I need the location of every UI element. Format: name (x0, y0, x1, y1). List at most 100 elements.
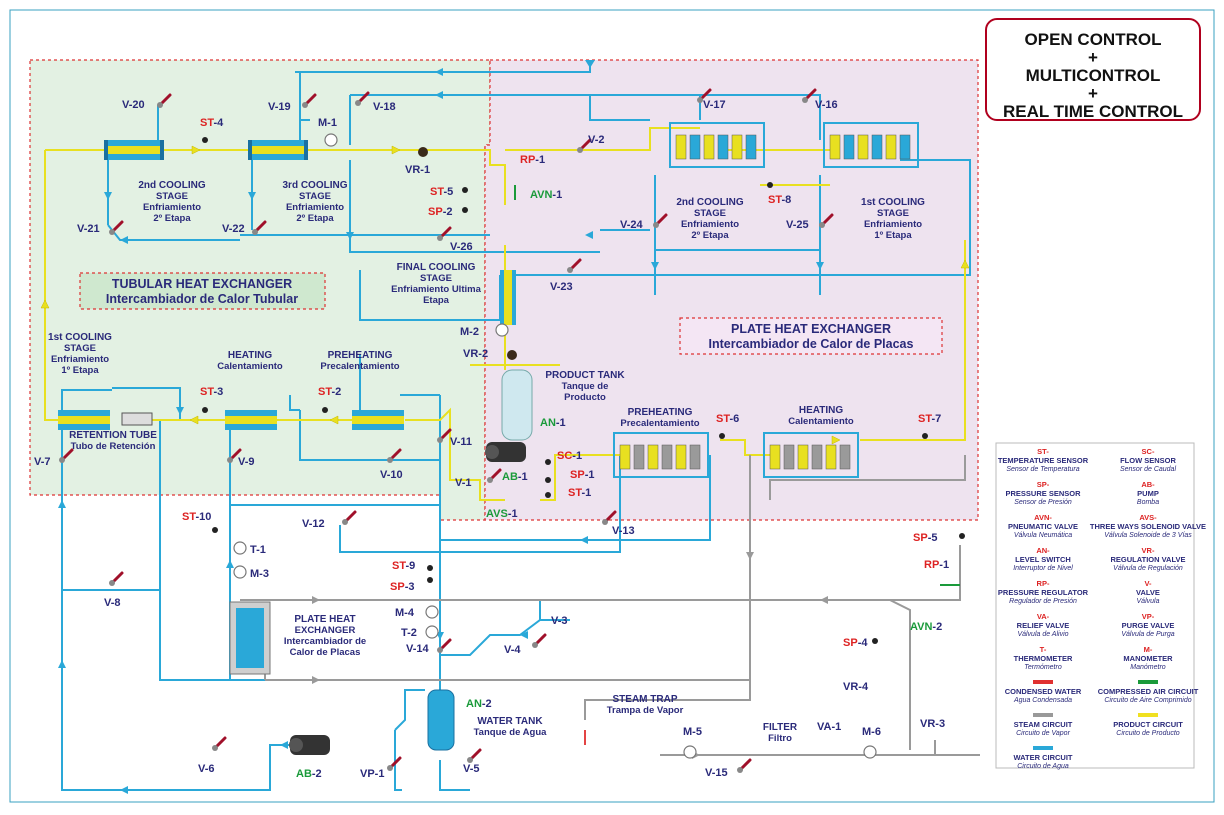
legend-code: SP- (1037, 480, 1050, 489)
tag-v-5: V-5 (463, 763, 480, 775)
stage-label-water_tank: Tanque de Agua (474, 727, 548, 738)
stage-label-product_tank: PRODUCT TANK (545, 370, 625, 381)
legend-title: CONDENSED WATER (1005, 687, 1082, 696)
valves (59, 88, 965, 773)
tag-v-13: V-13 (612, 525, 635, 537)
tag-v-2: V-2 (588, 134, 605, 146)
plate-subtitle: Intercambiador de Calor de Placas (709, 337, 914, 351)
tubular-exchanger-cool2 (104, 140, 164, 160)
tag-ab-1: AB-1 (502, 471, 528, 483)
tubular-subtitle: Intercambiador de Calor Tubular (106, 292, 298, 306)
sensor-icon (545, 459, 551, 465)
sensor-icon (427, 577, 433, 583)
stage-label-heating_plate: HEATING (799, 405, 843, 416)
tag-sc-1: SC-1 (557, 450, 582, 462)
tag-v-6: V-6 (198, 763, 215, 775)
valve-body-icon (802, 97, 808, 103)
legend-code: V- (1144, 579, 1152, 588)
valve-body-icon (532, 642, 538, 648)
tag-an-1: AN-1 (540, 417, 566, 429)
tubular-exchanger-cool3 (248, 140, 308, 160)
tag-m-5: M-5 (683, 726, 702, 738)
tag-v-14: V-14 (406, 643, 430, 655)
legend-sub: Bomba (1137, 499, 1159, 506)
plate-preheating (613, 432, 709, 478)
legend-sub: Interruptor de Nivel (1013, 565, 1073, 572)
valve-body-icon (437, 437, 443, 443)
tag-rp-1b: RP-1 (924, 559, 949, 571)
tubular-title-box (79, 272, 326, 310)
sensor-icon (545, 492, 551, 498)
tag-st-5: ST-5 (430, 186, 453, 198)
tag-v-21: V-21 (77, 223, 100, 235)
valve-body-icon (252, 229, 258, 235)
tag-avs-1: AVS-1 (486, 508, 518, 520)
sensor-icon (872, 638, 878, 644)
legend-sub: Manómetro (1130, 664, 1166, 671)
control-realtime: REAL TIME CONTROL (1002, 102, 1184, 121)
tag-v-3: V-3 (551, 615, 568, 627)
tag-v-16: V-16 (815, 99, 838, 111)
legend-code: ST- (1037, 447, 1049, 456)
legend-title: PUMP (1137, 489, 1159, 498)
tag-v-23: V-23 (550, 281, 573, 293)
stage-label-preheat_plate: PREHEATING (628, 407, 693, 418)
sensor-icon (959, 533, 965, 539)
tag-m-3: M-3 (250, 568, 269, 580)
control-plus-2: + (1088, 84, 1098, 103)
legend-title: PRESSURE SENSOR (1005, 489, 1081, 498)
plate-title: PLATE HEAT EXCHANGER (731, 322, 891, 336)
legend-title: THREE WAYS SOLENOID VALVE (1090, 522, 1206, 531)
valve-body-icon (487, 477, 493, 483)
valve-body-icon (355, 100, 361, 106)
control-multi: MULTICONTROL (1025, 66, 1161, 85)
tag-v-26: V-26 (450, 241, 473, 253)
stage-label-cool1_plate: 1st COOLING (861, 197, 925, 208)
plate-region (484, 59, 979, 521)
gauge-icon (683, 745, 697, 759)
control-plus-1: + (1088, 48, 1098, 67)
legend-swatch (1033, 713, 1053, 717)
tag-an-2: AN-2 (466, 698, 492, 710)
stage-label-heating_tub: HEATING (228, 350, 272, 361)
legend-sub: Válvula Neumática (1014, 532, 1072, 539)
tag-sp-4: SP-4 (843, 637, 868, 649)
tag-st-8: ST-8 (768, 194, 791, 206)
valve-body-icon (577, 147, 583, 153)
legend-code: SC- (1142, 447, 1155, 456)
product-arrows (40, 145, 970, 445)
stage-label-cool2_tub: Enfriamiento (143, 202, 201, 213)
stage-label-cool3_tub: STAGE (299, 191, 331, 202)
gauge-icon (425, 625, 439, 639)
legend-title: STEAM CIRCUIT (1014, 720, 1073, 729)
valve-body-icon (737, 767, 743, 773)
gauge-icon (233, 565, 247, 579)
stage-label-final_cool: Enfriamiento Ultima (391, 284, 481, 295)
plate-cool1 (823, 122, 919, 168)
sensor-icon (767, 182, 773, 188)
gauge-icon (425, 605, 439, 619)
gauge-icon (233, 541, 247, 555)
stage-label-cool2_tub: STAGE (156, 191, 188, 202)
legend-title: TEMPERATURE SENSOR (998, 456, 1089, 465)
legend-code: VP- (1142, 612, 1155, 621)
tag-rp-1a: RP-1 (520, 154, 545, 166)
tag-v-11: V-11 (450, 436, 472, 448)
legend-title: PURGE VALVE (1122, 621, 1175, 630)
tag-v-24: V-24 (620, 219, 644, 231)
stage-label-filter: Filtro (768, 733, 792, 744)
valve-body-icon (653, 222, 659, 228)
valve-body-icon (302, 102, 308, 108)
tag-v-8: V-8 (104, 597, 121, 609)
tag-m-2: M-2 (460, 326, 479, 338)
